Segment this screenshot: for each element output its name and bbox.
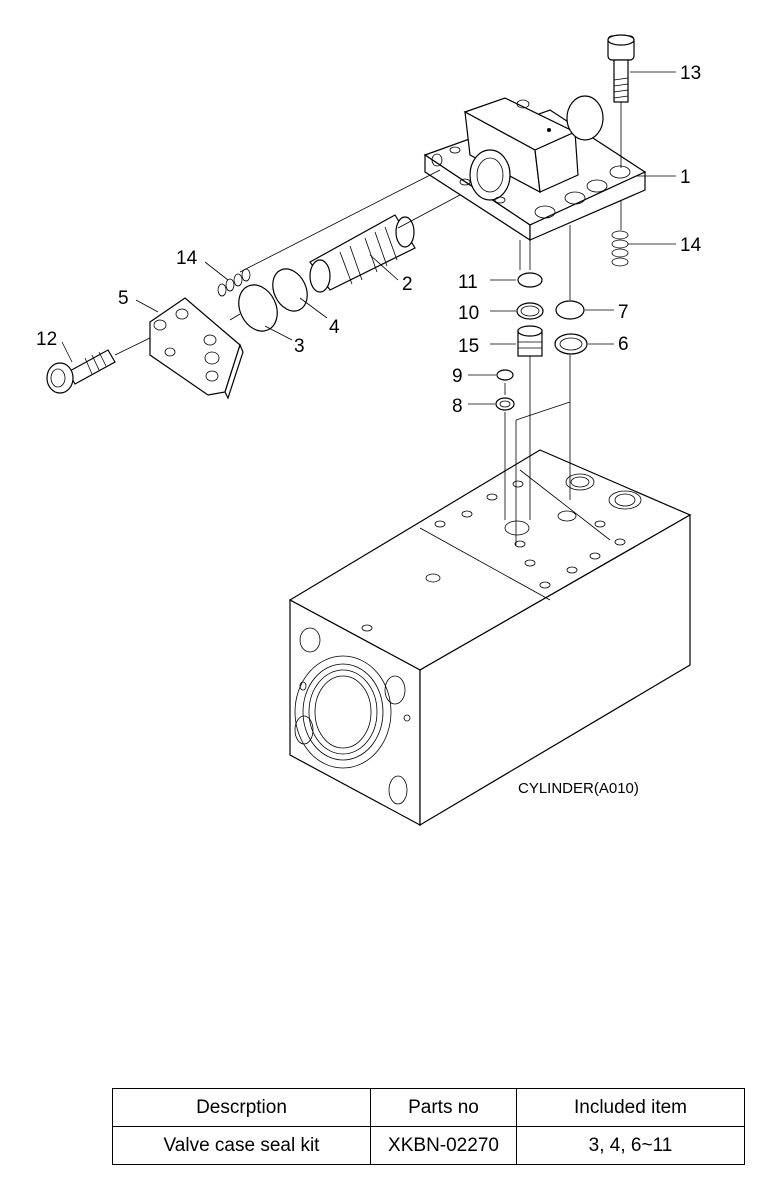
cover-plate xyxy=(149,297,244,400)
callout-12: 12 xyxy=(36,329,57,350)
seal-kit-table: Descrption Parts no Included item Valve … xyxy=(112,1088,745,1165)
leader-lines xyxy=(61,71,676,405)
exploded-parts-diagram: 13 1 14 14 2 11 10 7 15 6 9 8 5 4 3 12 C… xyxy=(36,34,702,827)
callout-14-right: 14 xyxy=(680,235,702,256)
header-included-item: Included item xyxy=(516,1088,745,1127)
plug-15 xyxy=(517,325,543,357)
callout-15: 15 xyxy=(458,336,479,357)
o-ring-9 xyxy=(496,369,514,381)
valve-case xyxy=(423,95,647,242)
spring-14-right xyxy=(611,230,629,267)
callout-14-left: 14 xyxy=(176,248,198,269)
callout-8: 8 xyxy=(452,396,463,417)
table-row: Valve case seal kit XKBN-02270 3, 4, 6~1… xyxy=(112,1126,745,1165)
callout-9: 9 xyxy=(452,366,463,387)
callout-4: 4 xyxy=(329,317,340,338)
cell-parts-no: XKBN-02270 xyxy=(370,1126,517,1165)
o-ring-4 xyxy=(272,268,308,312)
callout-6: 6 xyxy=(618,334,629,355)
o-ring-6 xyxy=(554,333,588,355)
o-ring-11 xyxy=(517,272,543,288)
callout-1: 1 xyxy=(680,167,691,188)
bolt-12 xyxy=(46,349,116,394)
o-ring-7 xyxy=(555,300,585,320)
callout-10: 10 xyxy=(458,303,479,324)
cell-description: Valve case seal kit xyxy=(112,1126,371,1165)
o-ring-10 xyxy=(516,302,544,320)
table-header-row: Descrption Parts no Included item xyxy=(112,1088,745,1127)
header-description: Descrption xyxy=(112,1088,371,1127)
header-parts-no: Parts no xyxy=(370,1088,517,1127)
bolt-13 xyxy=(607,34,635,103)
callout-11: 11 xyxy=(458,272,478,293)
cylinder-label: CYLINDER(A010) xyxy=(518,780,639,797)
spring-14-left xyxy=(217,268,251,297)
cell-included-item: 3, 4, 6~11 xyxy=(516,1126,745,1165)
callout-13: 13 xyxy=(680,63,701,84)
callout-2: 2 xyxy=(402,274,413,295)
o-ring-8 xyxy=(495,397,515,411)
assembly-lines xyxy=(114,102,622,545)
callout-3: 3 xyxy=(294,336,305,357)
callout-7: 7 xyxy=(618,302,629,323)
cylinder-block xyxy=(288,449,692,827)
spool xyxy=(309,214,416,293)
callout-5: 5 xyxy=(118,288,129,309)
o-ring-3 xyxy=(238,284,278,332)
